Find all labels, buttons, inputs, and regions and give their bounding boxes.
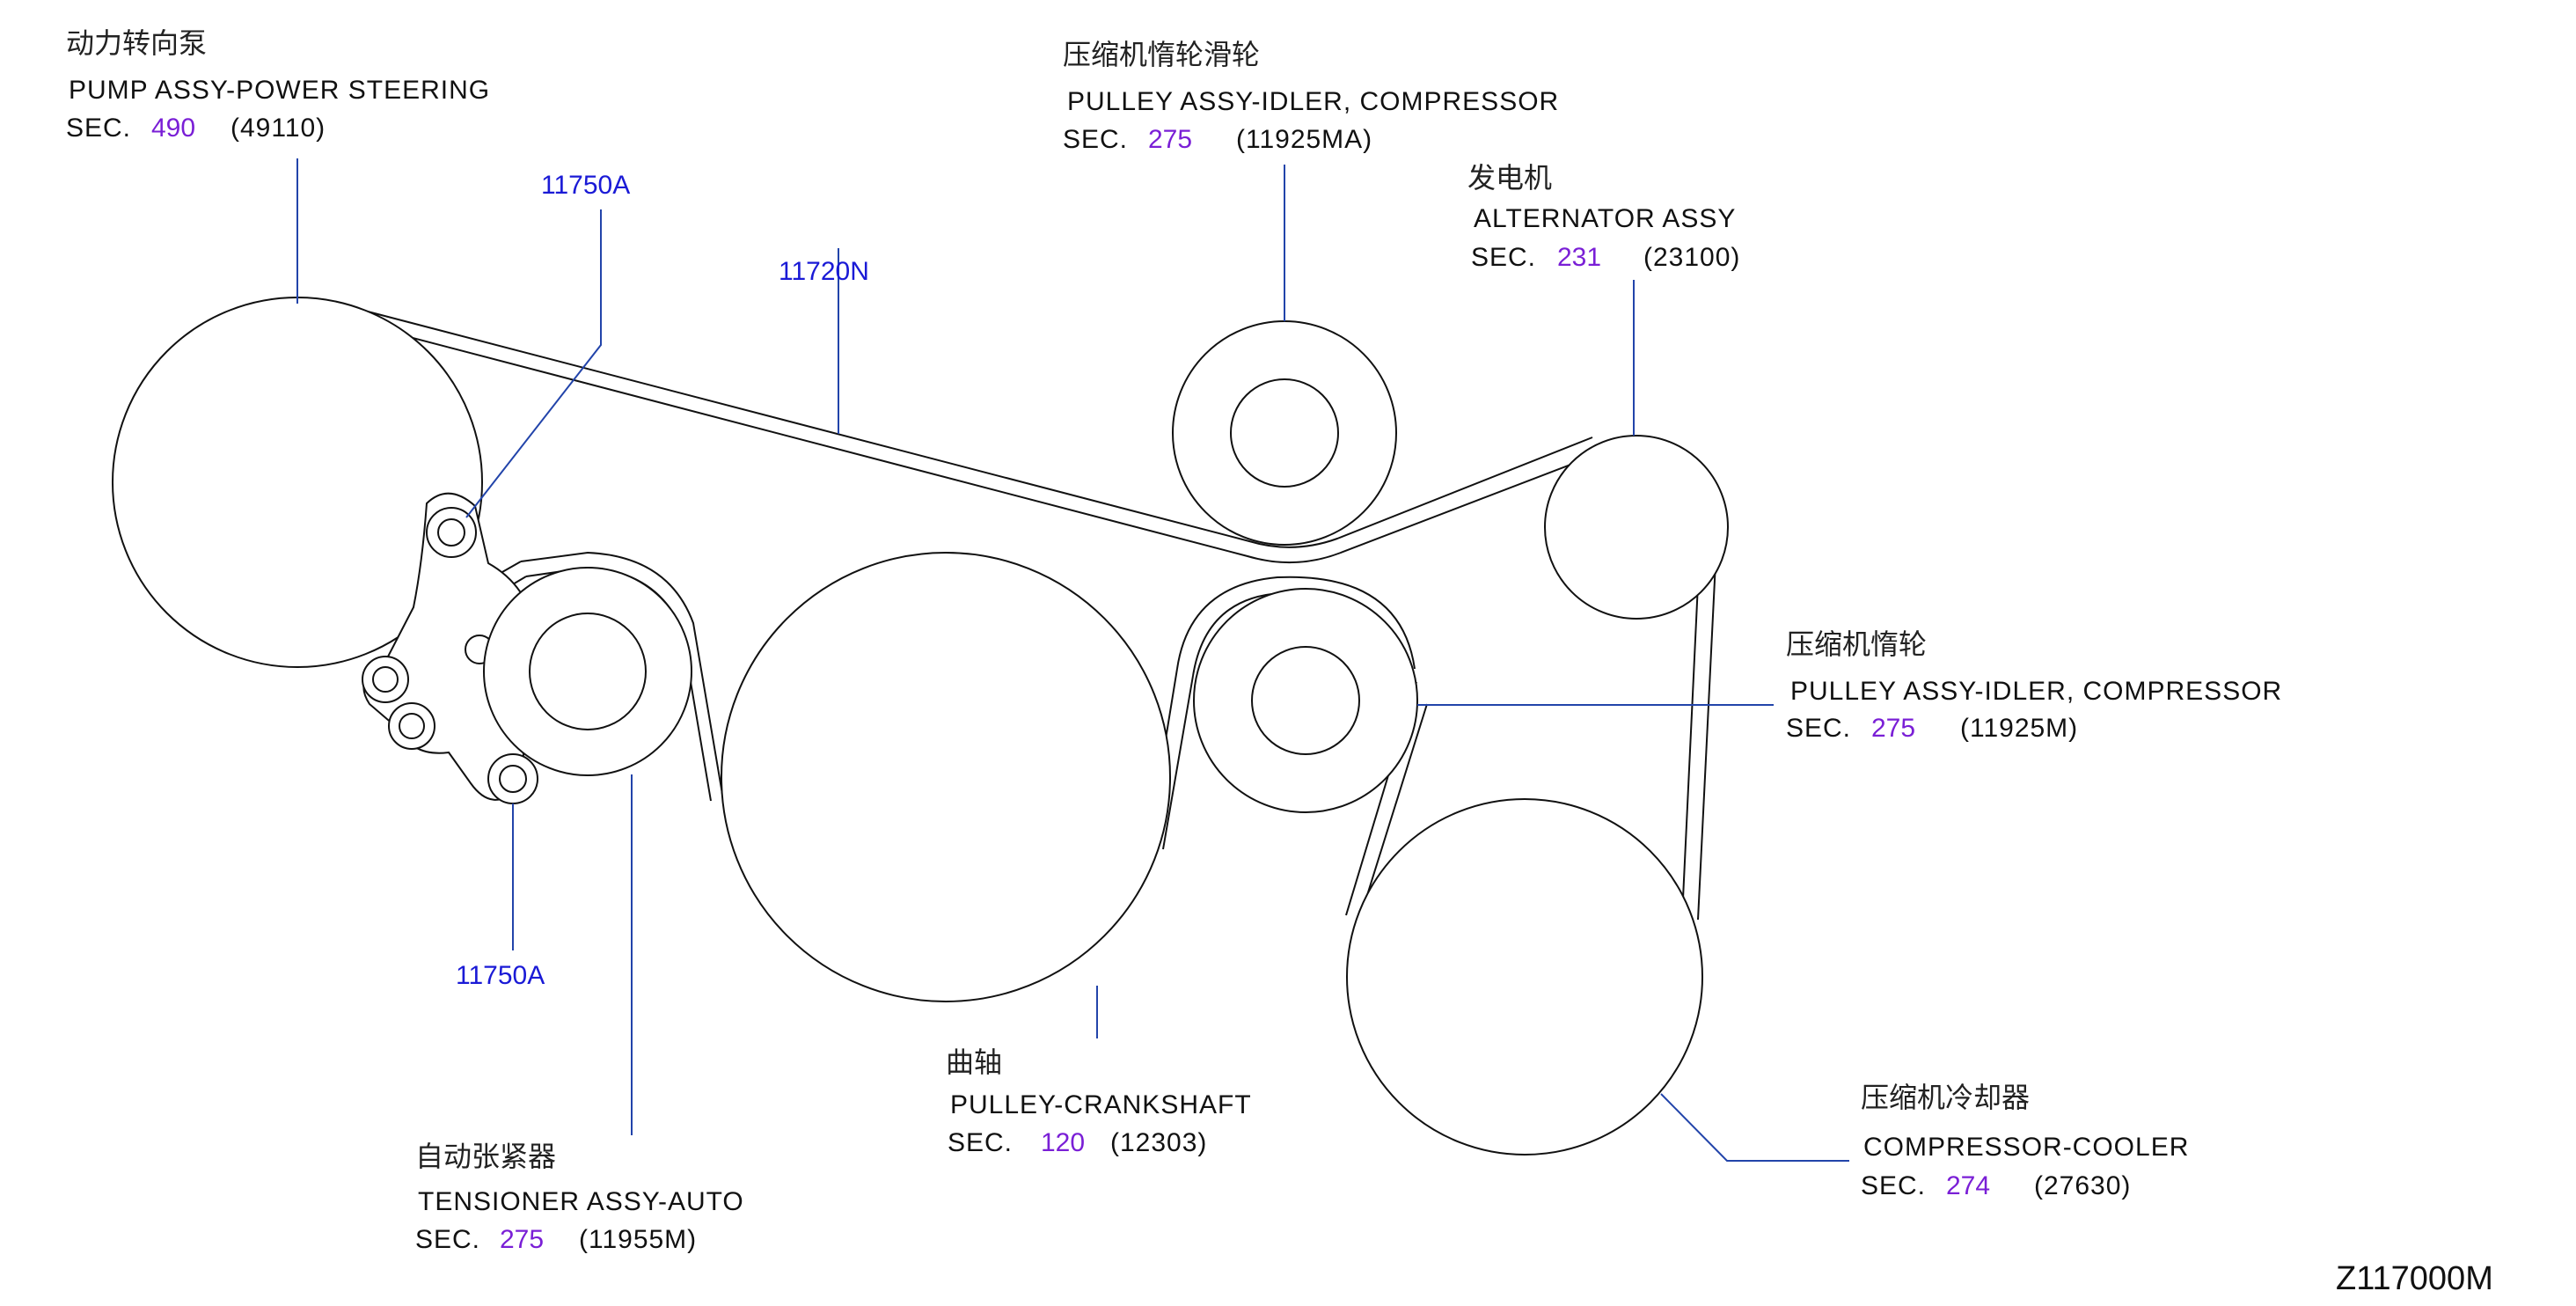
alternator-pulley: [1544, 435, 1729, 620]
label-power-steering: 动力转向泵 PUMP ASSY-POWER STEERING SEC. 490 …: [66, 26, 490, 143]
idler-top-part-number: (11925MA): [1236, 125, 1372, 154]
crankshaft-part-number: (12303): [1110, 1128, 1207, 1157]
alternator-part-number: (23100): [1643, 243, 1740, 272]
idler-sec-number[interactable]: 275: [1871, 714, 1915, 743]
tensioner-sec-number[interactable]: 275: [500, 1225, 544, 1254]
compressor-idler-hub: [1251, 646, 1360, 755]
cooler-sec-number[interactable]: 274: [1946, 1171, 1990, 1200]
tensioner-sec-label: SEC.: [415, 1225, 480, 1254]
crankshaft-sec-label: SEC.: [948, 1128, 1013, 1157]
label-crankshaft: 曲轴 PULLEY-CRANKSHAFT SEC. 120 (12303): [946, 1046, 1252, 1157]
tensioner-part-number: (11955M): [579, 1225, 697, 1254]
power-steering-sec-label: SEC.: [66, 114, 131, 143]
idler-top-name-cn: 压缩机惰轮滑轮: [1063, 38, 1260, 71]
leader-lines: [296, 158, 1849, 1162]
label-compressor-idler-top: 压缩机惰轮滑轮 PULLEY ASSY-IDLER, COMPRESSOR SE…: [1063, 38, 1559, 154]
compressor-cooler-pulley: [1346, 798, 1703, 1156]
power-steering-part-number: (49110): [231, 114, 326, 143]
power-steering-name-cn: 动力转向泵: [66, 26, 207, 60]
compressor-idler-top-hub: [1230, 378, 1339, 488]
cooler-sec-label: SEC.: [1861, 1171, 1926, 1200]
idler-top-sec-label: SEC.: [1063, 125, 1128, 154]
crankshaft-sec-number[interactable]: 120: [1041, 1128, 1085, 1157]
cooler-part-number: (27630): [2034, 1171, 2131, 1200]
idler-name-cn: 压缩机惰轮: [1786, 627, 1927, 661]
label-tensioner: 自动张紧器 TENSIONER ASSY-AUTO SEC. 275 (1195…: [415, 1140, 744, 1254]
cooler-name-en: COMPRESSOR-COOLER: [1863, 1133, 2189, 1162]
tensioner-name-en: TENSIONER ASSY-AUTO: [418, 1187, 744, 1216]
alternator-name-en: ALTERNATOR ASSY: [1474, 204, 1736, 233]
alternator-sec-label: SEC.: [1471, 243, 1536, 272]
power-steering-name-en: PUMP ASSY-POWER STEERING: [69, 76, 490, 105]
idler-name-en: PULLEY ASSY-IDLER, COMPRESSOR: [1790, 677, 2282, 706]
idler-top-name-en: PULLEY ASSY-IDLER, COMPRESSOR: [1067, 87, 1559, 116]
power-steering-sec-number[interactable]: 490: [151, 114, 195, 143]
idler-part-number: (11925M): [1960, 714, 2078, 743]
callout-bolt-lower[interactable]: 11750A: [456, 961, 545, 990]
alternator-name-cn: 发电机: [1467, 161, 1552, 194]
tensioner-pulley-hub: [529, 613, 647, 730]
tensioner-name-cn: 自动张紧器: [415, 1140, 556, 1173]
label-compressor-cooler: 压缩机冷却器 COMPRESSOR-COOLER SEC. 274 (27630…: [1861, 1081, 2189, 1200]
callout-bolt-upper[interactable]: 11750A: [541, 171, 630, 200]
callout-belt[interactable]: 11720N: [779, 257, 869, 286]
idler-top-sec-number[interactable]: 275: [1148, 125, 1192, 154]
idler-sec-label: SEC.: [1786, 714, 1851, 743]
auto-tensioner: [362, 492, 692, 804]
alternator-sec-number[interactable]: 231: [1557, 243, 1601, 272]
diagram-id: Z117000M: [2336, 1260, 2493, 1297]
label-alternator: 发电机 ALTERNATOR ASSY SEC. 231 (23100): [1467, 161, 1740, 272]
label-compressor-idler: 压缩机惰轮 PULLEY ASSY-IDLER, COMPRESSOR SEC.…: [1786, 627, 2282, 743]
crankshaft-name-en: PULLEY-CRANKSHAFT: [950, 1090, 1252, 1119]
crankshaft-name-cn: 曲轴: [946, 1046, 1002, 1079]
cooler-name-cn: 压缩机冷却器: [1861, 1081, 2030, 1114]
crankshaft-pulley: [721, 552, 1171, 1002]
